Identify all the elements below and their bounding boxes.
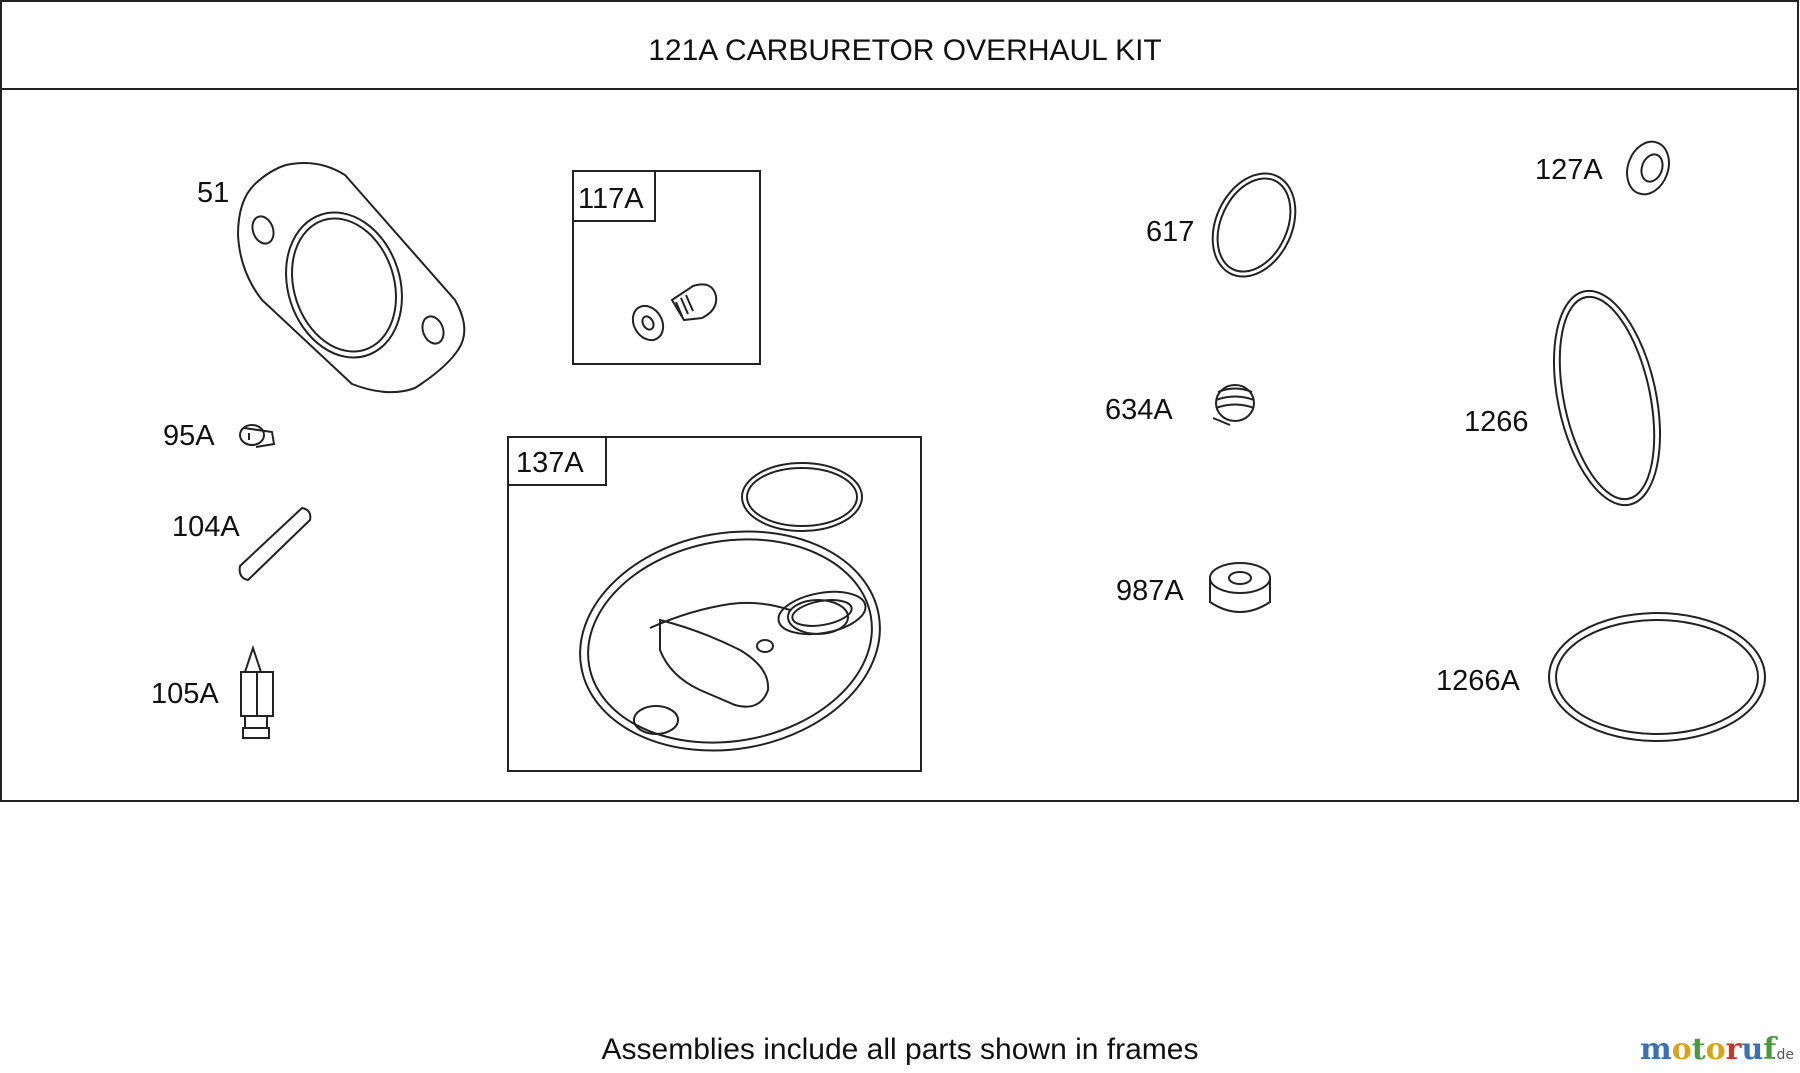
label-634a: 634A <box>1105 394 1173 426</box>
label-1266a: 1266A <box>1436 665 1521 697</box>
diagram-frame <box>0 0 1799 802</box>
watermark-letter: o <box>1672 1032 1692 1067</box>
footer-note: Assemblies include all parts shown in fr… <box>602 1033 1199 1066</box>
part-617-o-ring <box>1211 172 1297 278</box>
frame-117a <box>572 170 761 365</box>
diagram-title: 121A CARBURETOR OVERHAUL KIT <box>648 34 1162 67</box>
label-127a: 127A <box>1535 154 1603 186</box>
frame-137a <box>507 436 922 772</box>
label-137a: 137A <box>516 447 584 479</box>
label-617: 617 <box>1146 216 1194 248</box>
part-95a-screw <box>239 424 276 448</box>
label-987a: 987A <box>1116 575 1184 607</box>
part-105a-needle <box>240 644 274 739</box>
watermark-letter: u <box>1741 1032 1763 1067</box>
label-104a: 104A <box>172 511 240 543</box>
label-51: 51 <box>197 177 229 209</box>
label-105a: 105A <box>151 678 219 710</box>
watermark-letter: m <box>1640 1032 1672 1067</box>
watermark-letter: o <box>1706 1032 1726 1067</box>
svg-text:.de: .de <box>1772 1047 1794 1063</box>
watermark-letter: f <box>1763 1032 1778 1067</box>
watermark-letter: t <box>1692 1032 1706 1067</box>
part-51-gasket <box>236 162 466 394</box>
watermark-letter: r <box>1726 1032 1743 1067</box>
part-104a-pin <box>238 506 312 582</box>
part-1266a-gasket <box>1548 612 1766 742</box>
label-1266: 1266 <box>1464 406 1529 438</box>
svg-text:motoruf: motoruf <box>1640 1032 1778 1067</box>
label-117a: 117A <box>578 183 644 215</box>
part-987a-bushing <box>1209 562 1271 613</box>
motoruf-watermark: motoruf .de <box>1640 1032 1794 1067</box>
label-95a: 95A <box>163 420 215 452</box>
part-634a-spring <box>1212 384 1255 426</box>
part-1266-o-ring <box>1552 289 1662 507</box>
part-127a-seal <box>1626 140 1670 196</box>
